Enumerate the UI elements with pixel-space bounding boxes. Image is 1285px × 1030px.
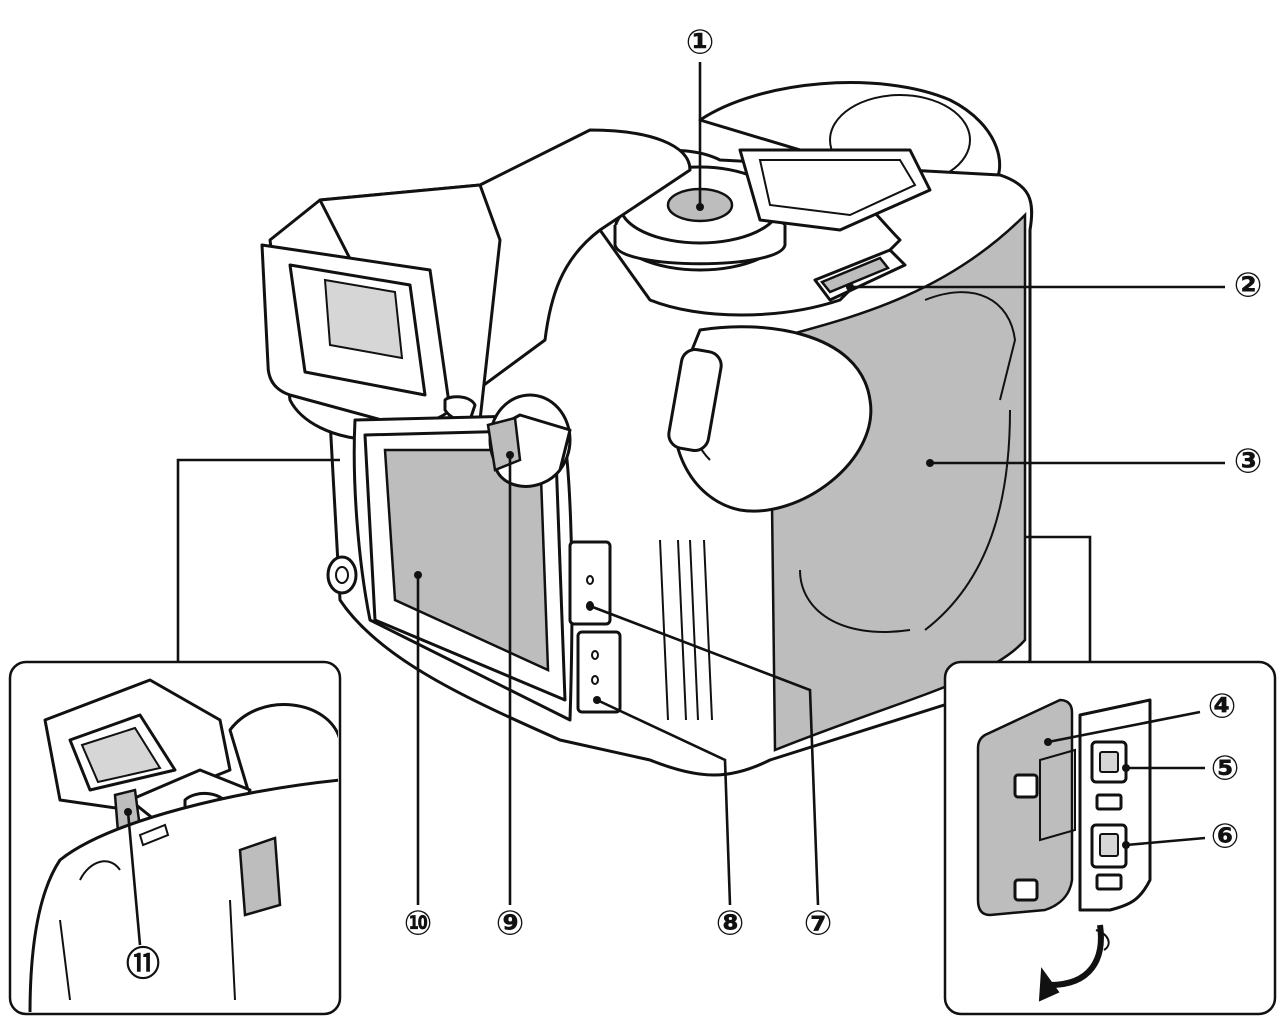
inset-connectors <box>176 458 1092 662</box>
leader-4 <box>1047 710 1201 744</box>
mode-dial <box>486 416 522 472</box>
callout-numbers: ① ② ③ ④ ⑤ ⑥ ⑦ ⑧ ⑨ ⑩ ⑪ <box>126 23 1262 985</box>
eyepiece <box>323 278 404 360</box>
leader-11 <box>126 811 142 946</box>
inset-right-panel <box>943 660 1277 1016</box>
callout-6: ⑥ <box>1211 817 1240 857</box>
zoom-lever <box>819 256 891 294</box>
terminal-cover <box>976 698 1074 917</box>
leader-6 <box>1125 836 1206 847</box>
callout-1: ① <box>686 23 715 63</box>
usb-port <box>1099 751 1119 773</box>
leader-7 <box>589 604 820 906</box>
callout-2: ② <box>1234 266 1263 306</box>
leader-1-dot <box>696 203 704 211</box>
inset-left-panel <box>8 660 342 1016</box>
leader-lines <box>124 62 1225 946</box>
callout-11: ⑪ <box>126 945 160 985</box>
callout-3: ③ <box>1234 442 1263 482</box>
lcd-monitor <box>383 448 550 672</box>
av-port <box>1099 833 1119 857</box>
callout-4: ④ <box>1208 687 1237 727</box>
callout-8: ⑧ <box>716 904 745 944</box>
callout-5: ⑤ <box>1211 749 1240 789</box>
leader-8 <box>596 698 732 906</box>
callout-9: ⑨ <box>496 904 525 944</box>
callout-10: ⑩ <box>404 904 433 944</box>
callout-7: ⑦ <box>804 904 833 944</box>
camera-body <box>260 81 1034 777</box>
jack-cover-lower <box>576 630 622 714</box>
